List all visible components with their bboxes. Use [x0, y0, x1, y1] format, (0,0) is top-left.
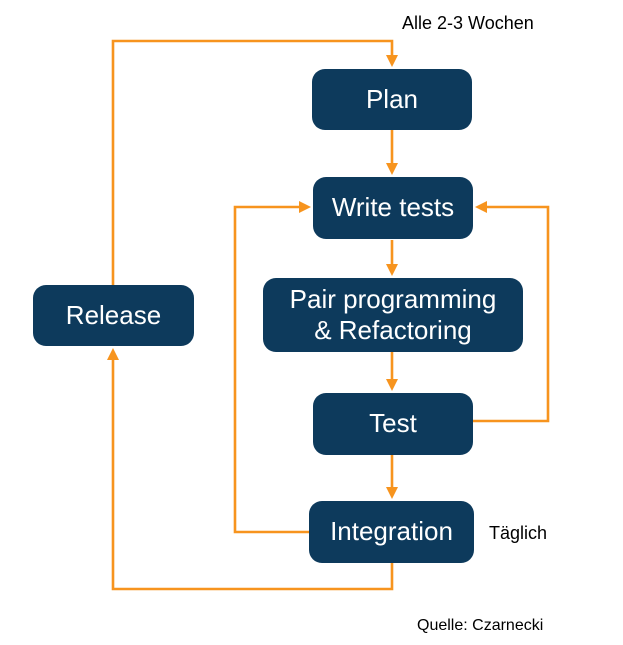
node-release: Release — [33, 285, 194, 346]
node-write-tests-label: Write tests — [331, 192, 455, 223]
node-integration-label: Integration — [330, 516, 453, 547]
node-release-label: Release — [65, 299, 162, 330]
node-test: Test — [313, 393, 473, 455]
node-write-tests: Write tests — [313, 177, 473, 239]
node-test-label: Test — [369, 408, 417, 439]
label-cycle-duration: Alle 2-3 Wochen — [402, 13, 534, 33]
connector-integration-to-write-tests — [233, 201, 311, 534]
node-pair-programming: Pair programming & Refactoring — [263, 278, 523, 352]
label-source: Quelle: Czarnecki — [417, 617, 544, 634]
node-integration: Integration — [309, 501, 474, 563]
label-daily: Täglich — [489, 523, 548, 543]
node-plan: Plan — [312, 69, 472, 130]
node-plan-label: Plan — [365, 83, 419, 114]
node-pair-programming-label: Pair programming & Refactoring — [289, 283, 497, 345]
